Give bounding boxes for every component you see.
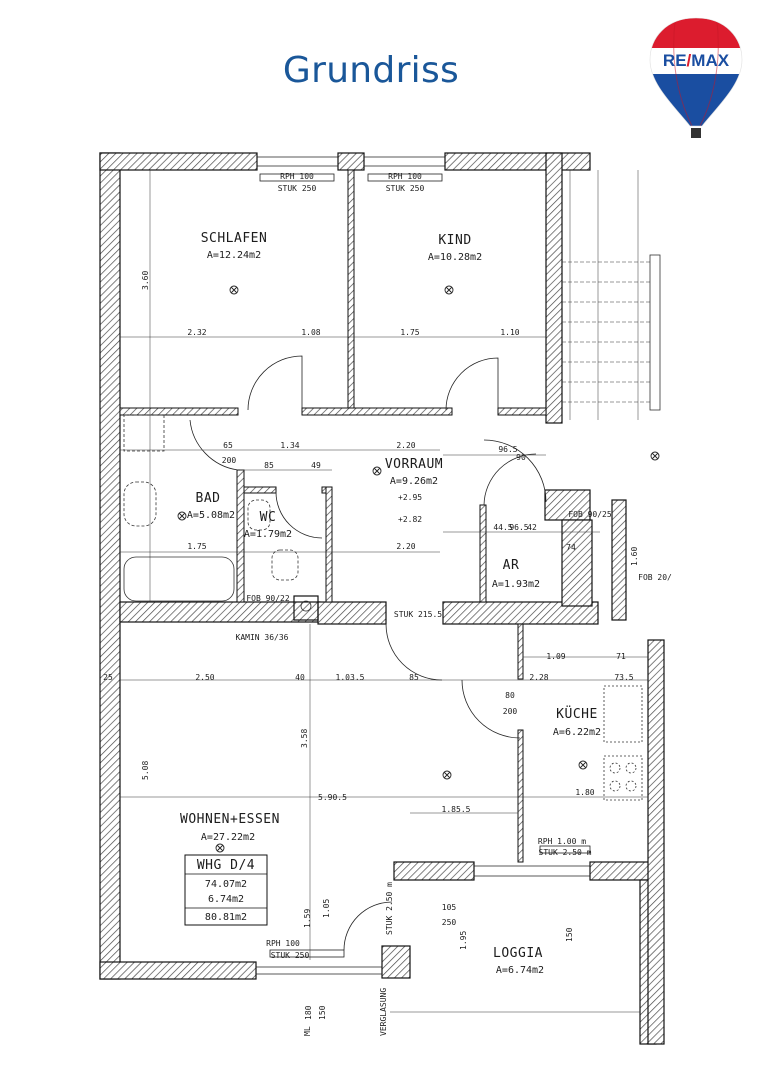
room-area-kueche: A=6.22m2 xyxy=(553,727,601,738)
dimension-label: 2.28 xyxy=(529,673,548,682)
fob-label: FOB 90/22 xyxy=(246,594,290,603)
window-label: STUK 250 xyxy=(278,184,317,193)
room-area-bad: A=5.08m2 xyxy=(187,510,235,521)
stuk-label: STUK 2.50 m xyxy=(385,882,394,935)
dimension-label: 85 xyxy=(409,673,419,682)
dimension-label: 1.60 xyxy=(630,547,639,566)
dimension-label: 1.75 xyxy=(400,328,419,337)
room-labels: SCHLAFEN A=12.24m2 KIND A=10.28m2 VORRAU… xyxy=(180,231,601,976)
room-area-wc: A=1.79m2 xyxy=(244,529,292,540)
window-label: RPH 100 xyxy=(388,172,422,181)
room-label-schlafen: SCHLAFEN xyxy=(201,231,268,246)
dimension-label: 96.5 xyxy=(498,445,517,454)
window-label: STUK 250 xyxy=(271,951,310,960)
room-area-loggia: A=6.74m2 xyxy=(496,965,544,976)
room-area-vorraum: A=9.26m2 xyxy=(390,476,438,487)
room-label-ar: AR xyxy=(503,558,520,573)
fob-label: FOB 20/ xyxy=(638,573,672,582)
stairwell xyxy=(562,261,650,403)
fixtures xyxy=(123,414,643,801)
dimension-label: 74 xyxy=(566,543,576,552)
dimension-label: 200 xyxy=(222,456,237,465)
dimension-label: 65 xyxy=(223,441,233,450)
dimension-label: 2.50 xyxy=(195,673,214,682)
page-title: Grundriss xyxy=(282,50,460,91)
total-area: 80.81m2 xyxy=(205,912,247,923)
dimension-label: 1.10 xyxy=(500,328,519,337)
room-label-kind: KIND xyxy=(438,233,471,248)
dimension-label: 90 xyxy=(516,453,526,462)
dimension-label: 2.20 xyxy=(396,441,415,450)
dimension-label: 180 xyxy=(304,1005,313,1020)
dimension-label: 73.5 xyxy=(614,673,633,682)
dimension-label: 1.75 xyxy=(187,542,206,551)
logo-text: RE/MAX xyxy=(663,51,730,70)
dimension-label: 150 xyxy=(565,927,574,942)
room-label-kueche: KÜCHE xyxy=(556,705,598,722)
windows xyxy=(256,156,591,975)
dimension-label: 85 xyxy=(264,461,274,470)
room-label-bad: BAD xyxy=(196,491,221,506)
door-swings xyxy=(189,355,547,951)
dimension-label: 25 xyxy=(103,673,113,682)
dimension-label: 1.80 xyxy=(575,788,594,797)
room-area-wohnen-essen: A=27.22m2 xyxy=(201,832,255,843)
verglasung-label: VERGLASUNG xyxy=(379,988,388,1036)
living-area: 74.07m2 xyxy=(205,879,247,890)
level-label: +2.95 xyxy=(398,493,422,502)
dimension-label: 96.5 xyxy=(509,523,528,532)
window-label: RPH 100 xyxy=(280,172,314,181)
unit-summary-box: WHG D/4 74.07m2 6.74m2 80.81m2 xyxy=(184,854,268,926)
dimension-label: 44.5 xyxy=(493,523,512,532)
room-area-ar: A=1.93m2 xyxy=(492,579,540,590)
dimension-label: 1.03.5 xyxy=(336,673,365,682)
room-label-wohnen-essen: WOHNEN+ESSEN xyxy=(180,812,280,827)
dimension-label: 250 xyxy=(442,918,457,927)
dimension-label: 3.60 xyxy=(141,271,150,290)
dimension-label: 1.34 xyxy=(280,441,299,450)
dimension-label: 2.20 xyxy=(396,542,415,551)
dimension-label: 1.95 xyxy=(459,931,468,950)
room-label-wc: WC xyxy=(260,510,277,525)
unit-id: WHG D/4 xyxy=(197,858,255,873)
ml-label: ML xyxy=(303,1026,312,1036)
dimension-labels: 2.32 1.08 3.60 1.75 1.10 65 1.34 200 85 … xyxy=(103,271,639,1020)
stuk-label: STUK 215.5 xyxy=(394,610,442,619)
remax-balloon-logo: RE/MAX xyxy=(649,17,743,138)
dimension-label: 5.90.5 xyxy=(318,793,347,802)
window-label: RPH 1.00 m xyxy=(538,837,586,846)
dimension-label: 71 xyxy=(616,652,626,661)
dimension-label: 2.32 xyxy=(187,328,206,337)
dimension-label: 1.59 xyxy=(303,909,312,928)
dimension-label: 1.85.5 xyxy=(442,805,471,814)
room-area-schlafen: A=12.24m2 xyxy=(207,250,261,261)
dimension-label: 5.08 xyxy=(141,761,150,780)
interior-walls xyxy=(119,169,547,863)
window-label: STUK 2.50 m xyxy=(539,848,592,857)
ceiling-light-icons xyxy=(177,285,660,853)
dimension-label: 1.09 xyxy=(546,652,565,661)
dimension-label: 49 xyxy=(311,461,321,470)
dimension-lines xyxy=(120,170,648,1013)
dimension-label: 1.05 xyxy=(322,899,331,918)
room-label-vorraum: VORRAUM xyxy=(385,457,443,472)
fob-label: FOB 90/25 xyxy=(568,510,612,519)
kamin-label: KAMIN 36/36 xyxy=(236,633,289,642)
dimension-label: 3.58 xyxy=(300,729,309,748)
dimension-label: 40 xyxy=(295,673,305,682)
level-label: +2.82 xyxy=(398,515,422,524)
dimension-label: 105 xyxy=(442,903,457,912)
dimension-label: 200 xyxy=(503,707,518,716)
loggia-area: 6.74m2 xyxy=(208,894,244,905)
dimension-label: 1.08 xyxy=(301,328,320,337)
room-area-kind: A=10.28m2 xyxy=(428,252,482,263)
dimension-label: 150 xyxy=(318,1005,327,1020)
window-label: RPH 100 xyxy=(266,939,300,948)
annotations: RPH 100 STUK 250 RPH 100 STUK 250 RPH 10… xyxy=(236,172,673,1036)
exterior-walls xyxy=(99,152,665,1045)
dimension-label: 80 xyxy=(505,691,515,700)
room-label-loggia: LOGGIA xyxy=(493,946,543,961)
window-label: STUK 250 xyxy=(386,184,425,193)
dimension-label: 42 xyxy=(527,523,537,532)
